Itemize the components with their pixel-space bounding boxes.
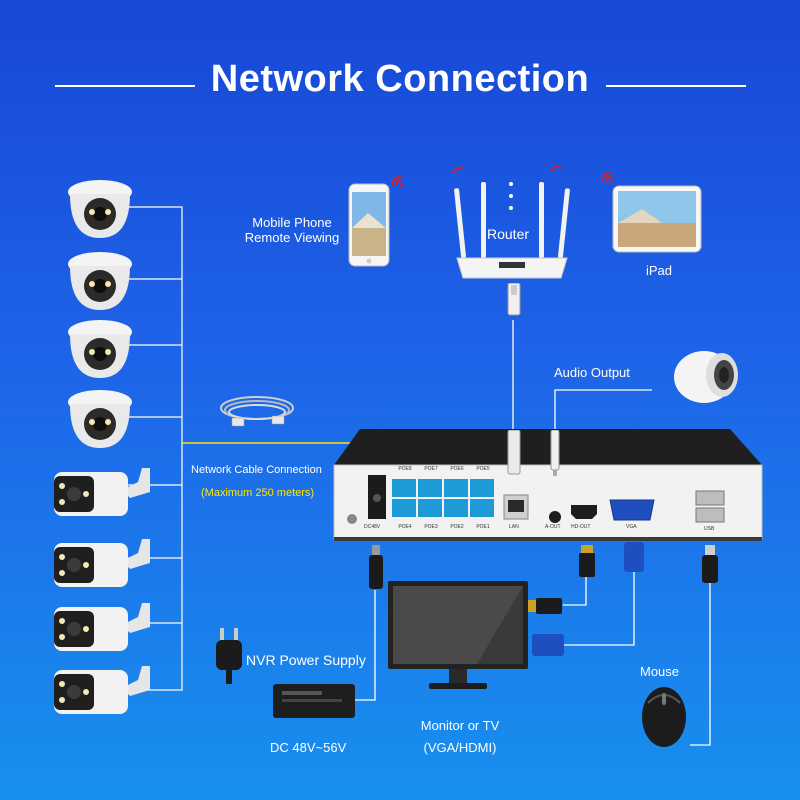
audio-plug-icon	[550, 430, 560, 476]
monitor-label-line1: Monitor or TV	[420, 718, 500, 733]
bullet-camera-icon	[54, 666, 150, 714]
ipad-label: iPad	[646, 263, 673, 278]
power-adapter-icon	[273, 684, 355, 718]
router-label: Router	[487, 226, 530, 242]
cable-label-line1: Network Cable Connection	[191, 464, 322, 476]
poe-port-bottom-row	[392, 499, 496, 528]
lan-port-icon	[503, 494, 529, 520]
hdmi-port-icon	[571, 505, 597, 519]
peripheral-wires	[355, 320, 711, 746]
vga-port-label: VGA	[626, 524, 637, 530]
mouse-label: Mouse	[640, 664, 680, 679]
dome-camera-icon	[68, 390, 132, 448]
dc-jack-icon	[368, 475, 386, 519]
poe-label: POE8	[398, 466, 412, 472]
hdmi-port-label: HD-OUT	[571, 524, 591, 530]
ipad-icon	[612, 185, 702, 253]
router-icon	[452, 166, 570, 279]
audio-port-label: A-OUT	[545, 524, 561, 530]
title-rule-right	[606, 85, 746, 87]
bullet-camera-icon	[54, 603, 150, 651]
poe-label: POE3	[424, 524, 438, 530]
usb-port-icon	[695, 490, 725, 523]
ground-screw-icon	[347, 514, 357, 524]
network-cable-icon	[220, 396, 294, 427]
wifi-signal-icon	[601, 171, 613, 183]
poe-label: POE6	[450, 466, 464, 472]
bullet-camera-icon	[54, 468, 150, 516]
poe-label: POE4	[398, 524, 412, 530]
ethernet-plug-icon	[507, 430, 521, 475]
title-rule-left	[55, 85, 195, 87]
smartphone-icon	[348, 183, 390, 267]
usb-port-label: USB	[704, 526, 715, 532]
ethernet-plug-icon	[507, 283, 521, 316]
power-supply-label: NVR Power Supply	[246, 652, 366, 668]
nvr-icon	[333, 429, 763, 541]
poe-top-labels: POE8 POE7 POE6 POE5	[392, 466, 496, 472]
audio-label: Audio Output	[554, 365, 630, 380]
hdmi-plug-icon	[528, 598, 562, 614]
mouse-icon	[642, 687, 686, 747]
audio-port-icon	[549, 511, 561, 523]
poe-label: POE1	[476, 524, 490, 530]
lan-port-label: LAN	[509, 524, 519, 530]
poe-bottom-labels: POE4 POE3 POE2 POE1	[392, 524, 496, 530]
mobile-label-line1: Mobile Phone	[252, 215, 332, 230]
mobile-label-line2: Remote Viewing	[244, 230, 340, 245]
poe-label: POE2	[450, 524, 464, 530]
poe-label: POE7	[424, 466, 438, 472]
dome-camera-icon	[68, 320, 132, 378]
page-title: Network Connection	[210, 58, 590, 100]
vga-port-icon	[609, 499, 655, 521]
power-plug-icon	[216, 628, 242, 684]
monitor-icon	[388, 581, 528, 689]
usb-plug-icon	[702, 545, 718, 583]
wifi-signal-icon	[391, 175, 403, 187]
hdmi-plug-icon	[579, 545, 595, 577]
monitor-label-line2: (VGA/HDMI)	[423, 740, 497, 755]
bullet-camera-icon	[54, 539, 150, 587]
dome-camera-icon	[68, 252, 132, 310]
poe-port-top-row	[392, 475, 496, 504]
dome-camera-icon	[68, 180, 132, 238]
dc-plug-icon	[369, 545, 383, 589]
dc-port-label: DC48V	[364, 524, 381, 530]
speaker-icon	[674, 351, 738, 403]
poe-label: POE5	[476, 466, 490, 472]
cable-label-line2: (Maximum 250 meters)	[201, 487, 315, 499]
vga-plug-icon	[624, 542, 644, 572]
vga-plug-icon	[532, 634, 564, 656]
dc-voltage-label: DC 48V~56V	[270, 740, 347, 755]
